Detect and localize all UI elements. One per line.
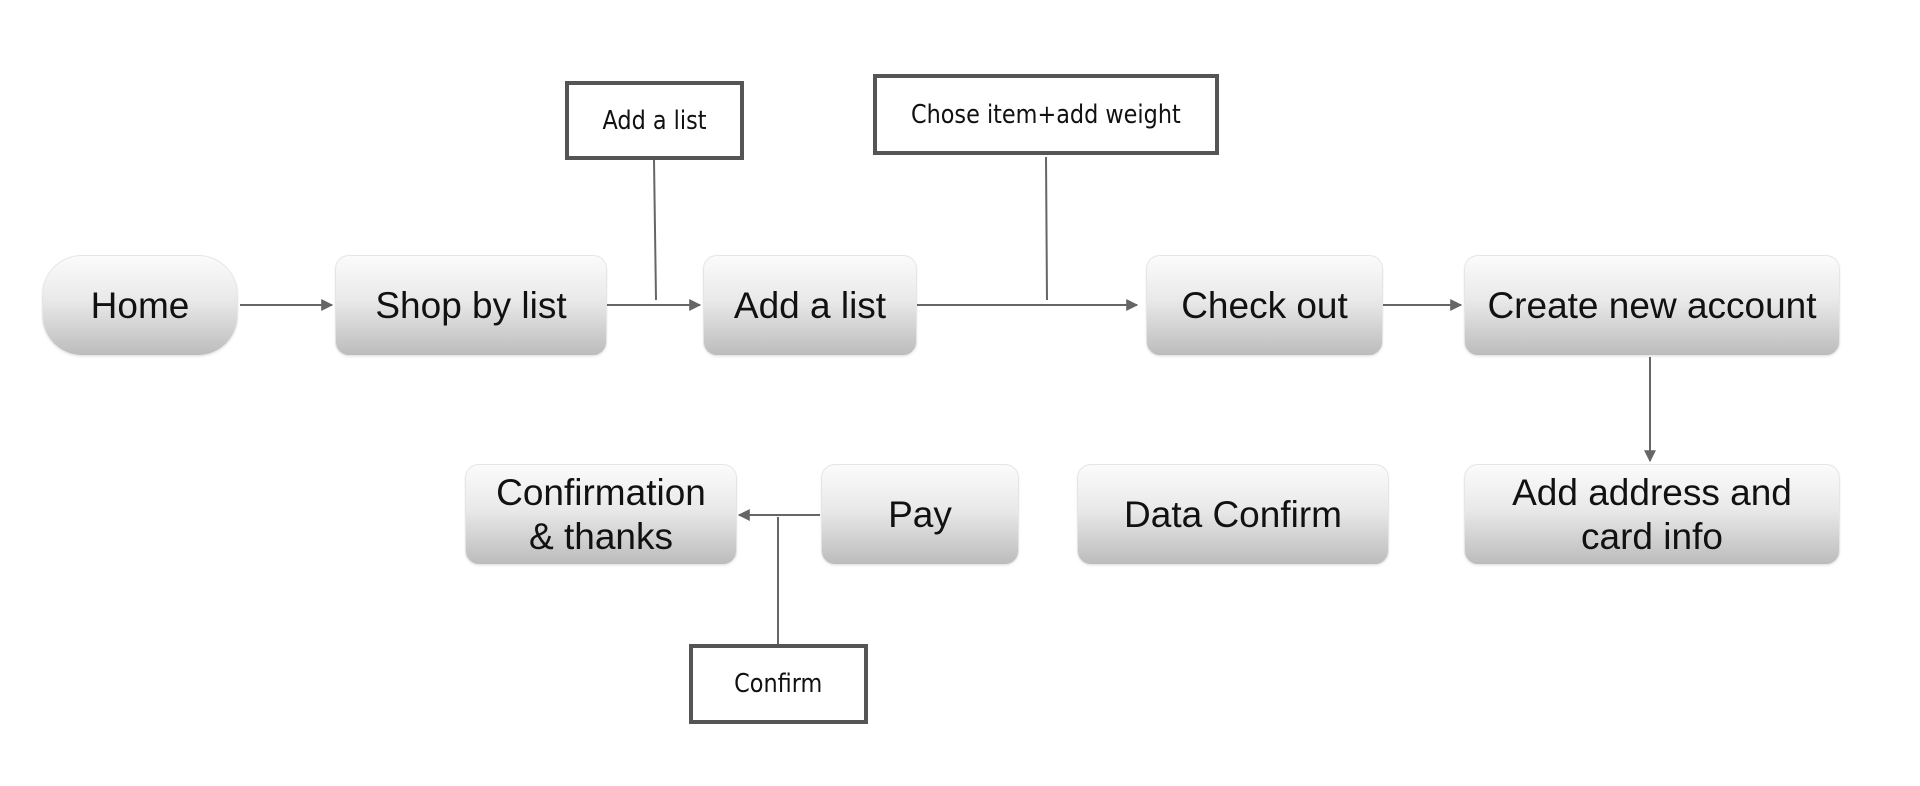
- note-confirm: Confirm: [689, 644, 868, 724]
- node-data-confirm: Data Confirm: [1077, 464, 1389, 565]
- node-add-a-list: Add a list: [703, 255, 917, 356]
- note-confirm-label: Confirm: [734, 669, 823, 699]
- note-add-a-list-label: Add a list: [602, 105, 707, 136]
- note-connector-chose-item: [1045, 156, 1048, 301]
- node-pay: Pay: [821, 464, 1019, 565]
- node-home: Home: [42, 255, 238, 356]
- node-create-new-account: Create new account: [1464, 255, 1840, 356]
- note-add-a-list: Add a list: [565, 81, 744, 160]
- note-chose-item-add-weight: Chose item+add weight: [873, 74, 1219, 155]
- node-confirmation-and-thanks: Confirmation & thanks: [465, 464, 737, 565]
- note-chose-item-label: Chose item+add weight: [911, 99, 1181, 130]
- node-check-out: Check out: [1146, 255, 1383, 356]
- note-connector-add-a-list: [653, 159, 657, 301]
- node-shop-by-list: Shop by list: [335, 255, 607, 356]
- node-add-address-and-card-info: Add address and card info: [1464, 464, 1840, 565]
